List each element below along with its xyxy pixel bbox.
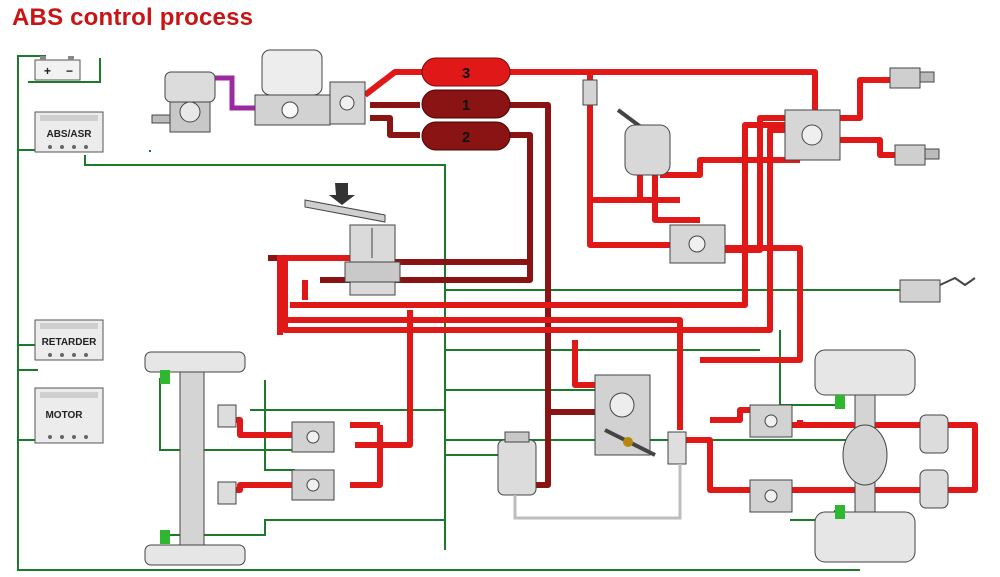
reservoir-2: 2 xyxy=(421,121,511,151)
spring-brake-chamber-rear-left xyxy=(919,414,949,454)
air-compressor xyxy=(151,71,216,133)
wheel-speed-sensor-front-right xyxy=(160,530,170,544)
relay-valve xyxy=(669,224,726,264)
compressor-outlet-line xyxy=(215,75,255,111)
svg-text:1: 1 xyxy=(462,97,470,114)
relay-valve-top xyxy=(582,79,598,106)
retarder-valve xyxy=(497,431,537,496)
reservoir-1: 1 xyxy=(421,89,511,119)
down-arrow-icon xyxy=(329,183,355,205)
load-sensing-valve xyxy=(594,374,656,457)
supply-lines xyxy=(225,69,978,493)
air-dryer xyxy=(254,49,331,126)
retarder-return-line xyxy=(513,464,682,520)
brake-chamber-front-right xyxy=(217,481,237,505)
retarder-ecu: RETARDER xyxy=(34,319,104,361)
svg-text:ABS/ASR: ABS/ASR xyxy=(46,129,92,140)
wheel-speed-sensor-rear-left xyxy=(835,395,845,409)
wheel-speed-sensor-rear-right xyxy=(835,505,845,519)
abs-asr-ecu: ABS/ASR xyxy=(34,111,104,153)
front-axle xyxy=(144,351,246,566)
reservoir-3: 3 xyxy=(421,57,511,87)
hand-brake-valve xyxy=(616,108,671,176)
brake-pedal-valve xyxy=(304,183,401,296)
svg-text:3: 3 xyxy=(462,65,470,82)
trailer-coupling-control xyxy=(894,144,940,166)
brake-chamber-front-left xyxy=(217,404,237,428)
svg-text:2: 2 xyxy=(462,129,470,146)
four-circuit-protection-valve xyxy=(329,81,366,125)
abs-modulator-front-right xyxy=(291,469,335,501)
trailer-coupling-supply xyxy=(889,67,935,89)
check-valve xyxy=(667,431,687,465)
motor-ecu: MOTOR xyxy=(34,387,104,444)
abs-modulator-rear-left xyxy=(749,404,793,438)
rear-axle xyxy=(814,349,916,563)
spring-brake-chamber-rear-right xyxy=(919,469,949,509)
trailer-control-valve xyxy=(784,109,841,161)
svg-text:+: + xyxy=(44,64,51,78)
trailer-electric-connector xyxy=(899,276,976,303)
svg-text:MOTOR: MOTOR xyxy=(45,410,83,421)
wheel-speed-sensor-front-left xyxy=(160,370,170,384)
abs-modulator-rear-right xyxy=(749,479,793,513)
battery: + − xyxy=(34,56,81,81)
svg-text:RETARDER: RETARDER xyxy=(42,337,98,348)
abs-modulator-front-left xyxy=(291,421,335,453)
control-lines xyxy=(268,102,600,488)
diagram-title: ABS control process xyxy=(12,4,254,31)
svg-text:−: − xyxy=(66,64,73,78)
